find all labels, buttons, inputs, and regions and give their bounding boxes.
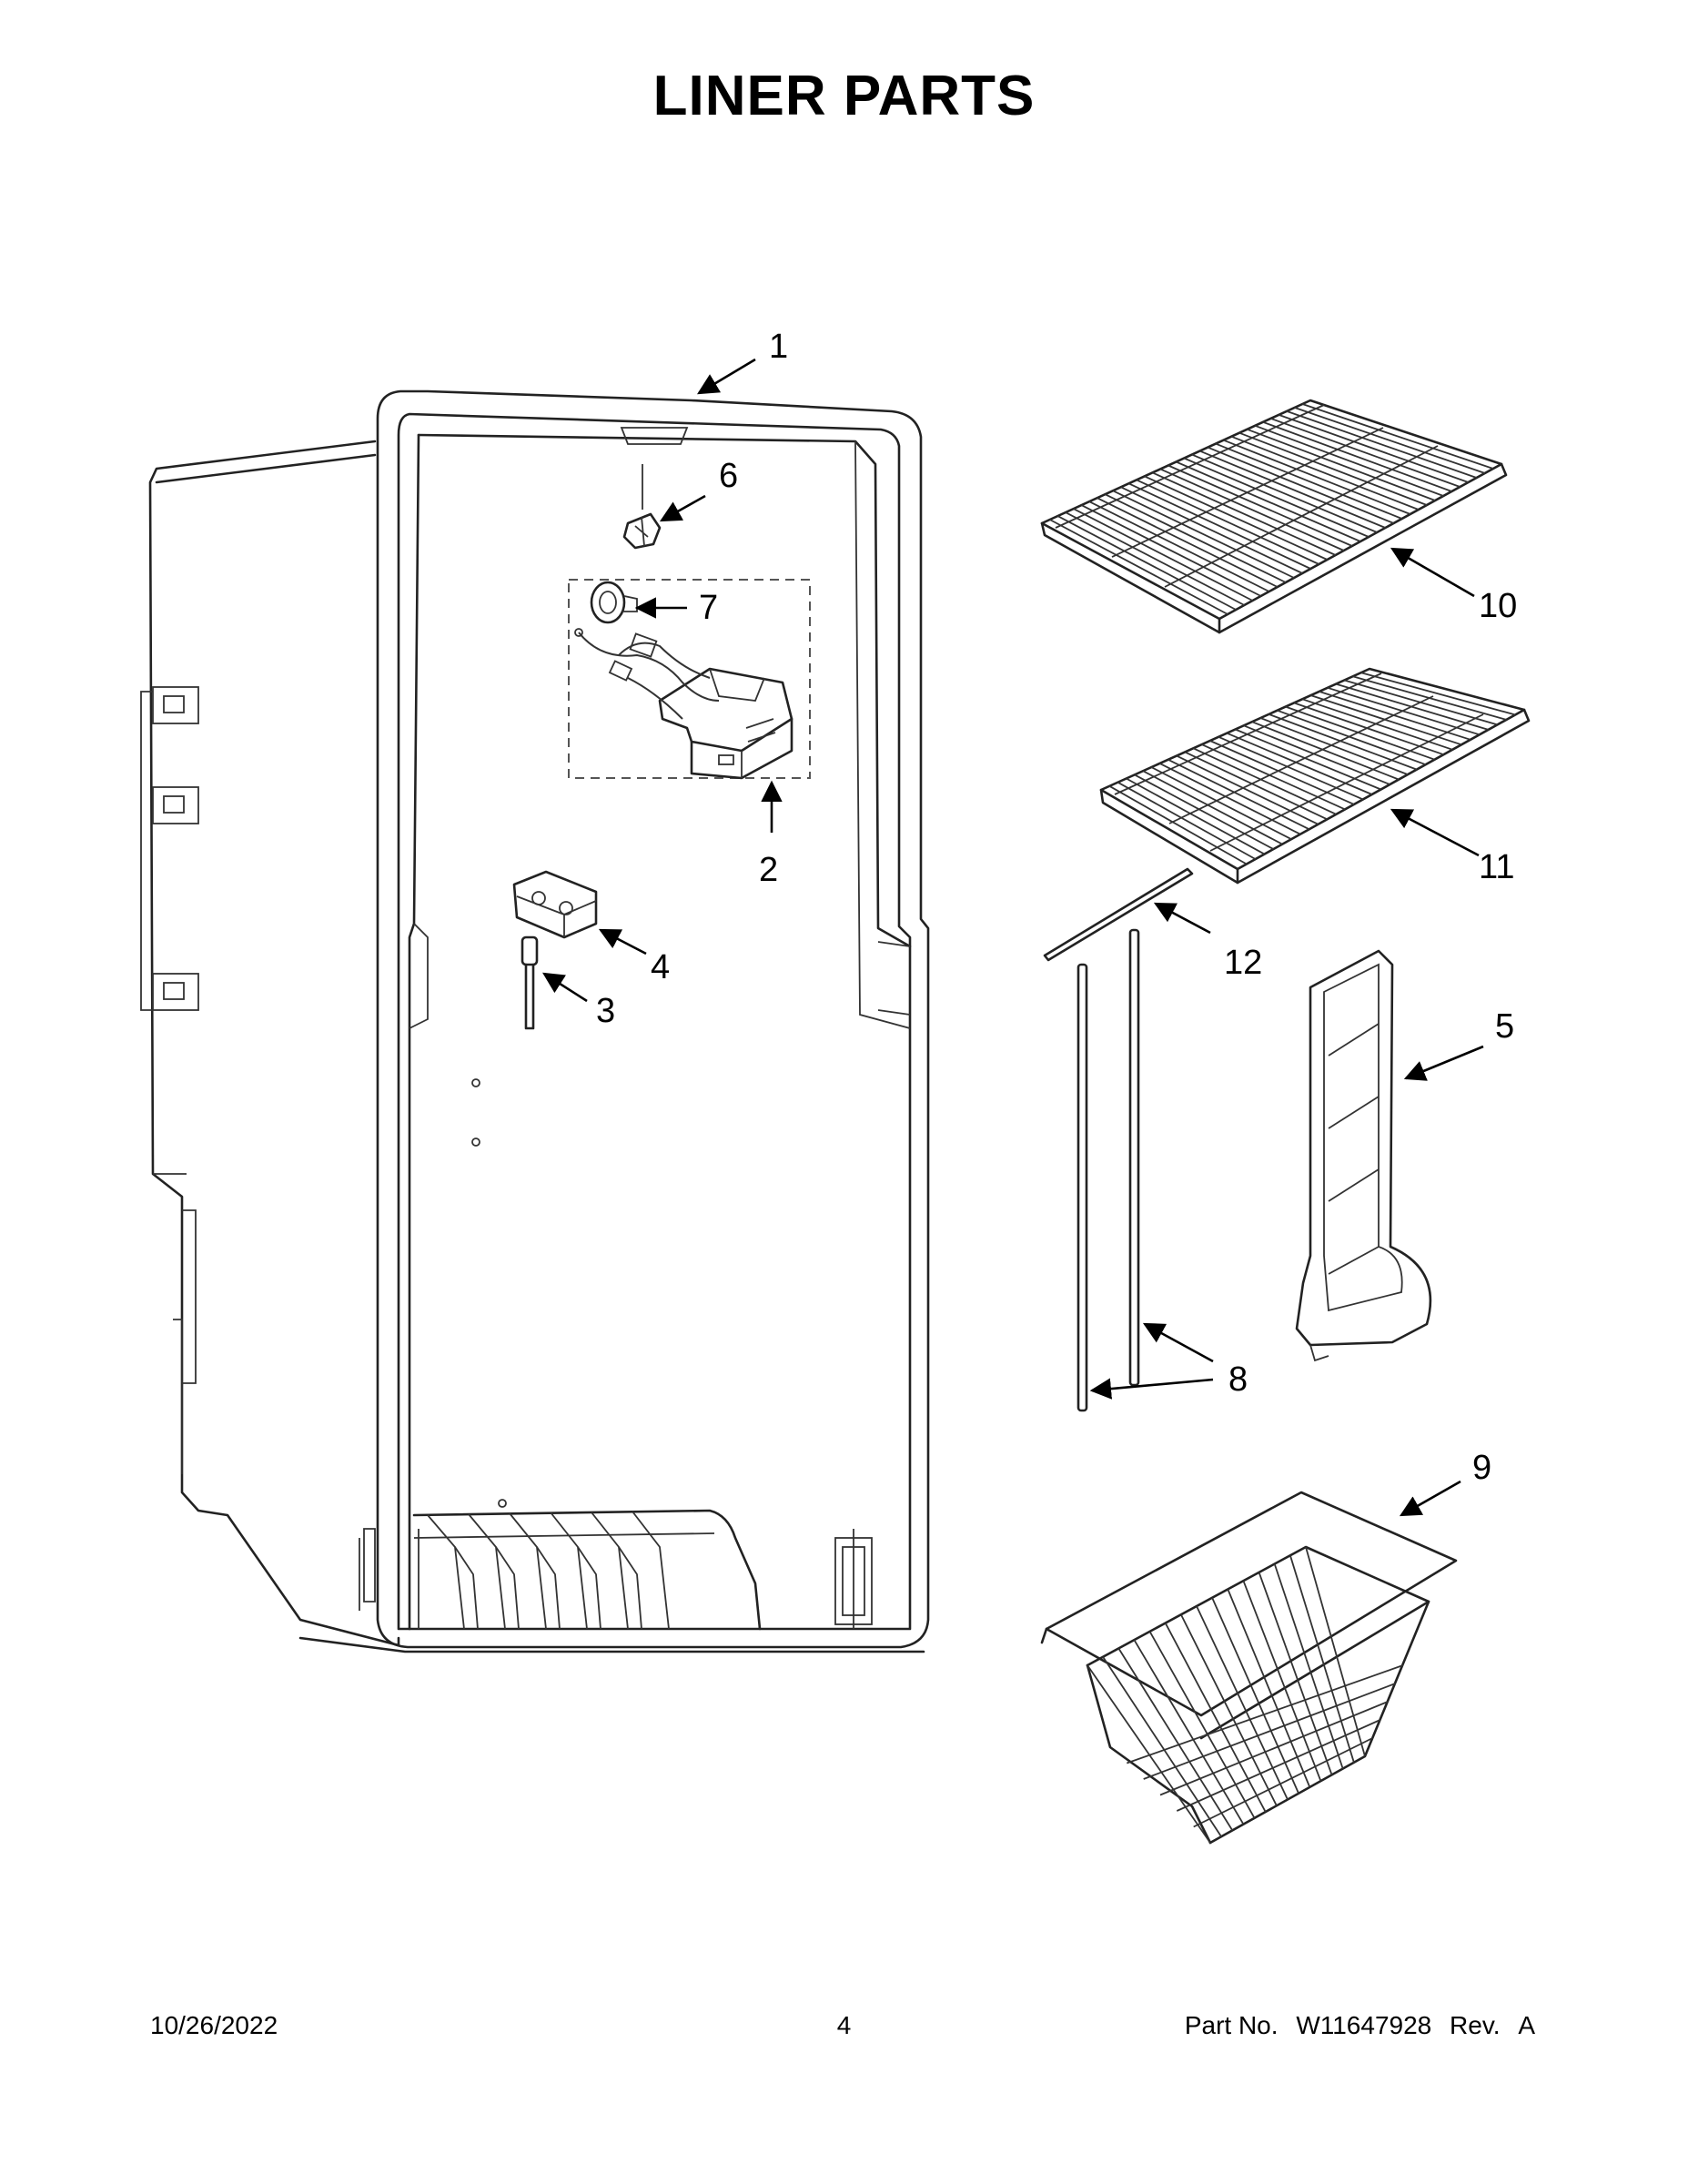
callout-3: 3 [596,992,615,1030]
leader-5 [1403,1045,1484,1081]
leader-arrows [542,358,1484,1517]
shelf-rails-part-12-8 [1043,867,1194,1412]
sensor-clip-part-6 [622,464,662,550]
footer-date: 10/26/2022 [150,2011,278,2039]
callout-7: 7 [699,589,718,627]
revision-value: A [1518,2011,1535,2039]
leader-3 [542,972,588,1003]
page-title: LINER PARTS [652,65,1036,127]
leader-10 [1390,547,1475,598]
temperature-probe-part-3 [521,935,539,1030]
callout-4: 4 [651,948,670,986]
side-panel-part-5 [1295,949,1432,1362]
part-number-value: W11647928 [1296,2011,1432,2039]
callout-1: 1 [769,328,788,366]
leader-12 [1153,902,1211,935]
assembly-group-box-part-2 [568,579,811,779]
thermostat-knob-part-7 [590,581,638,624]
liner-part-1 [140,389,930,1653]
footer-page-number: 4 [836,2011,852,2039]
leader-4 [598,928,647,956]
callout-9: 9 [1472,1449,1491,1487]
leader-6 [659,494,706,522]
revision-label: Rev. [1450,2011,1501,2039]
light-housing-part-4 [512,870,598,939]
footer-part-number: Part No. W11647928 Rev. A [1174,2011,1535,2040]
leader-8a [1142,1322,1214,1363]
leader-11 [1390,808,1480,857]
callout-8: 8 [1228,1360,1248,1399]
callout-11: 11 [1479,848,1514,886]
wire-shelf-part-11 [1099,667,1531,885]
wire-basket-part-9 [1040,1491,1458,1845]
control-housing-part-2 [574,628,793,780]
leader-9 [1399,1480,1461,1517]
callout-6: 6 [719,457,738,495]
leader-1 [696,358,756,395]
part-number-label: Part No. [1184,2011,1279,2039]
leader-8b [1089,1378,1214,1400]
callout-10: 10 [1479,587,1517,625]
callout-12: 12 [1224,944,1262,982]
wire-shelf-part-10 [1040,399,1508,634]
callout-2: 2 [759,851,778,889]
callout-5: 5 [1495,1007,1514,1046]
